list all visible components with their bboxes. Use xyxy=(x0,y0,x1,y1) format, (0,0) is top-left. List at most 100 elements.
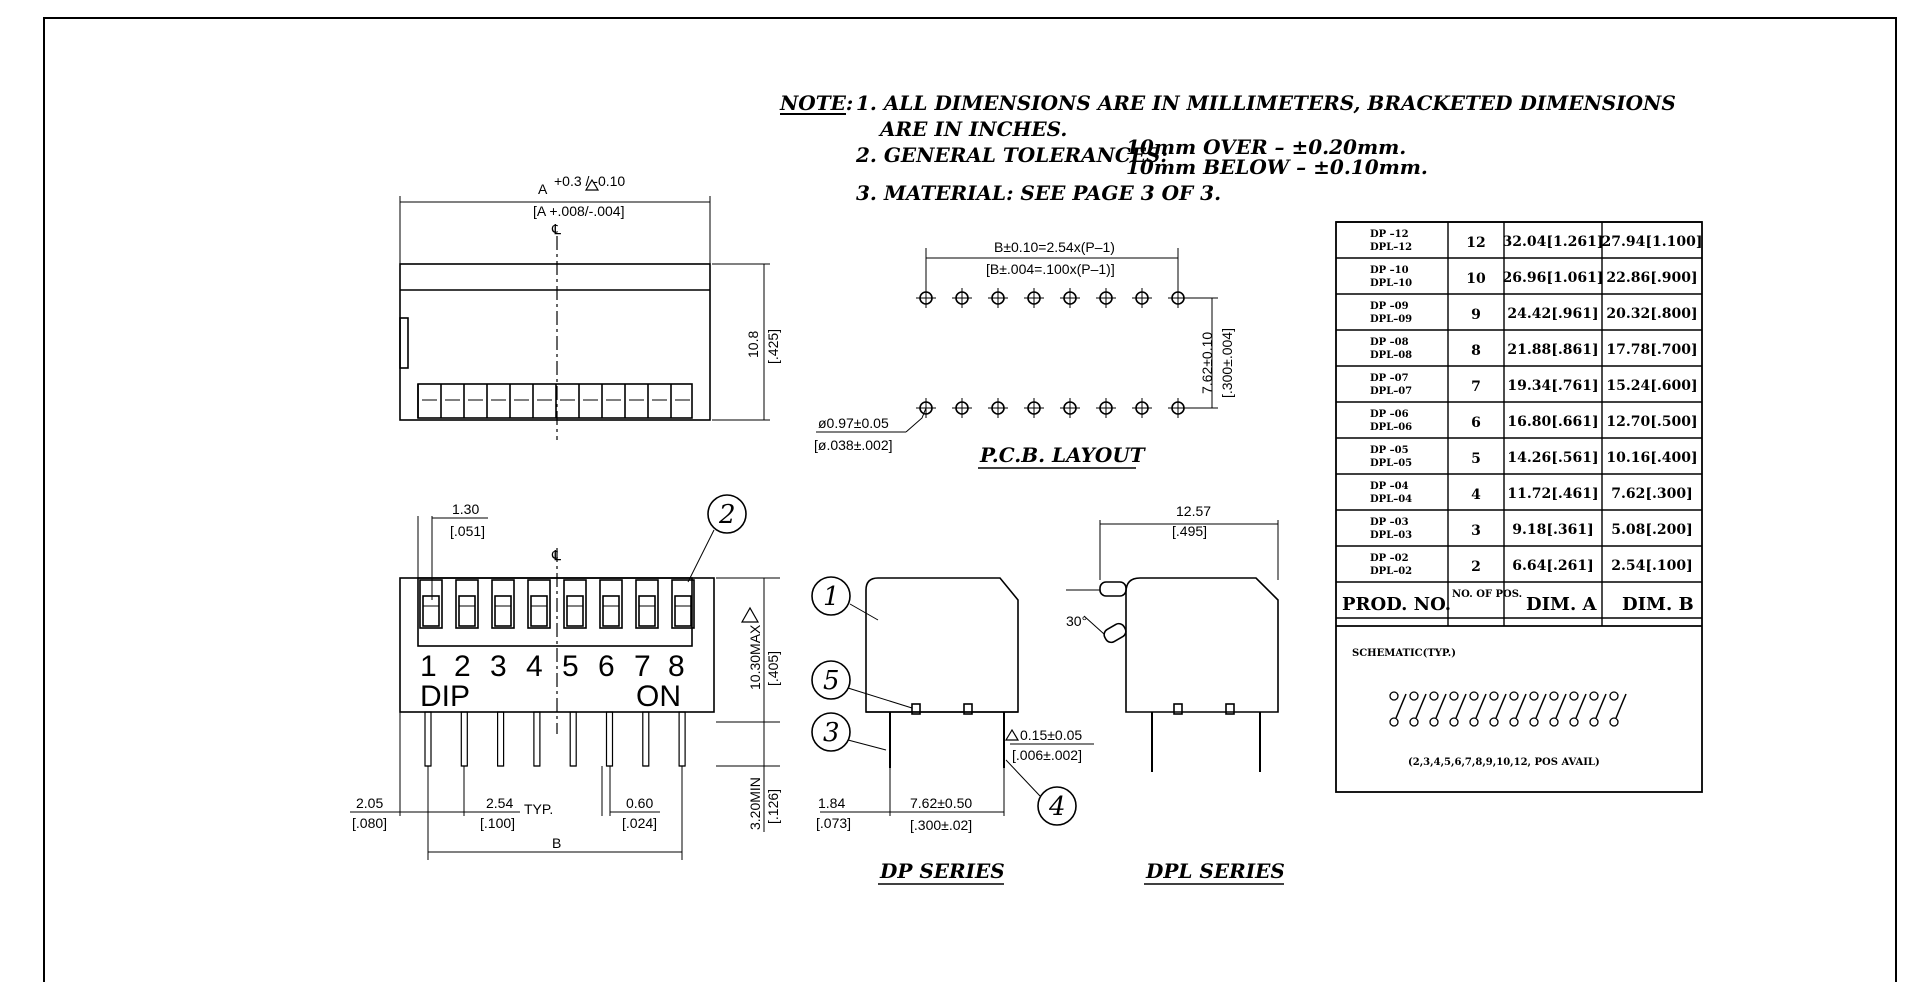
callout-2: 2 xyxy=(718,500,736,530)
th-dim-b: DIM. B xyxy=(1622,594,1694,615)
pcb-holes xyxy=(916,288,1188,418)
table-prod-dp: DP –09 xyxy=(1370,301,1409,312)
pin xyxy=(605,711,614,767)
table-prod-dp: DP –02 xyxy=(1370,553,1409,564)
note-tol-over: 10mm OVER – ±0.20mm. xyxy=(1126,135,1406,159)
revision-triangle-icon xyxy=(740,606,760,623)
top-view-body xyxy=(399,263,711,421)
table-dim-a: 9.18[.361] xyxy=(1512,522,1593,538)
position-number: 1 xyxy=(420,650,437,683)
switch-slot xyxy=(563,579,587,629)
dim-pitch-inches: [.100] xyxy=(480,815,515,831)
schematic-contact-bottom xyxy=(1449,717,1459,727)
th-dim-a: DIM. A xyxy=(1526,594,1597,615)
schematic-lever xyxy=(1535,693,1547,719)
table-dim-b: 12.70[.500] xyxy=(1606,414,1697,430)
switch-slot xyxy=(635,579,659,629)
switch-slot xyxy=(527,579,551,629)
schematic-lever xyxy=(1615,693,1627,719)
table-prod-dpl: DPL–06 xyxy=(1370,422,1412,433)
notes-block: NOTE: 1. ALL DIMENSIONS ARE IN MILLIMETE… xyxy=(779,91,1676,205)
schematic-contact-bottom xyxy=(1389,717,1399,727)
switch-knob xyxy=(530,595,548,627)
table-pos: 6 xyxy=(1471,415,1481,431)
front-view-switches xyxy=(419,579,695,629)
switch-knob xyxy=(494,595,512,627)
dpl-series-title: DPL SERIES xyxy=(1145,859,1285,883)
top-view-tab xyxy=(399,317,409,369)
position-number: 8 xyxy=(668,650,685,683)
table-prod-dp: DP –04 xyxy=(1370,481,1409,492)
table-dim-b: 17.78[.700] xyxy=(1606,342,1697,358)
table-pos: 3 xyxy=(1471,523,1481,539)
dp-body xyxy=(865,577,1019,713)
schematic-contact-bottom xyxy=(1609,717,1619,727)
table-dim-b: 15.24[.600] xyxy=(1606,378,1697,394)
table-pos: 10 xyxy=(1466,271,1486,287)
schematic-contact-top xyxy=(1489,691,1499,701)
table-dim-a: 32.04[1.261] xyxy=(1503,234,1604,250)
dim-hmax-mm: 10.30MAX xyxy=(747,624,763,690)
schematic-lever xyxy=(1435,693,1447,719)
top-view-slots xyxy=(417,384,690,418)
switch-knob xyxy=(638,595,656,627)
schematic-contact-top xyxy=(1529,691,1539,701)
switch-slot xyxy=(455,579,479,629)
schematic-contact-top xyxy=(1409,691,1419,701)
dpl-width-mm: 12.57 xyxy=(1176,503,1211,519)
position-numbers: 1 2 3 4 5 6 7 8 DIP ON xyxy=(420,650,685,713)
th-prod-no: PROD. NO. xyxy=(1342,594,1451,615)
schematic-lever xyxy=(1455,693,1467,719)
callout-2-circle xyxy=(707,494,747,534)
schematic-contact-top xyxy=(1569,691,1579,701)
position-number: 3 xyxy=(490,650,507,683)
pcb-dim-b: B±0.10=2.54x(P–1) xyxy=(994,239,1115,255)
position-number: 2 xyxy=(454,650,471,683)
schematic-contact-bottom xyxy=(1549,717,1559,727)
dpl-width-inches: [.495] xyxy=(1172,523,1207,539)
schematic-contact-top xyxy=(1509,691,1519,701)
callout-5-leader xyxy=(847,687,913,709)
table-pos: 7 xyxy=(1471,379,1481,395)
table-prod-dpl: DPL–07 xyxy=(1370,386,1412,397)
pcb-row-spacing-inches: [.300±.004] xyxy=(1219,328,1235,398)
schematic-contact-top xyxy=(1609,691,1619,701)
table-dim-a: 24.42[.961] xyxy=(1507,306,1598,322)
pcb-dim-b-inches: [B±.004=.100x(P–1)] xyxy=(986,261,1115,277)
table-dim-a: 14.26[.561] xyxy=(1507,450,1598,466)
callout-1-leader xyxy=(849,603,879,621)
schematic-contact-top xyxy=(1469,691,1479,701)
callout-4-circle xyxy=(1037,786,1077,826)
dpl-standoff xyxy=(1225,703,1235,715)
callout-2-leader xyxy=(687,529,715,583)
table-dim-a: 16.80[.661] xyxy=(1507,414,1598,430)
note-line-1: 1. ALL DIMENSIONS ARE IN MILLIMETERS, BR… xyxy=(856,91,1676,115)
top-view: A +0.3 / -0.10 [A +.008/-.004] ℄ 10.8 [.… xyxy=(399,173,781,440)
schematic-contact-top xyxy=(1389,691,1399,701)
switch-knob xyxy=(602,595,620,627)
schematic-contact-bottom xyxy=(1489,717,1499,727)
schematic-lever xyxy=(1475,693,1487,719)
table-prod-dpl: DPL–12 xyxy=(1370,242,1412,253)
table-prod-dp: DP –07 xyxy=(1370,373,1409,384)
pcb-title: P.C.B. LAYOUT xyxy=(979,443,1147,467)
position-number: 6 xyxy=(598,650,615,683)
table-prod-dpl: DPL–08 xyxy=(1370,350,1412,361)
dim-a-label: A xyxy=(538,181,548,197)
position-number: 7 xyxy=(634,650,651,683)
note-label: NOTE: xyxy=(779,91,853,115)
front-view: 1 2 3 4 5 6 7 8 DIP ON 1.30 [.051] ℄ 2 xyxy=(350,494,781,860)
top-center-mark: ℄ xyxy=(551,221,561,237)
note-line-2: 2. GENERAL TOLERANCES: xyxy=(855,143,1168,167)
schematic-lever xyxy=(1395,693,1407,719)
table-prod-dpl: DPL–03 xyxy=(1370,530,1412,541)
schematic-contact-bottom xyxy=(1469,717,1479,727)
schematic-lever xyxy=(1595,693,1607,719)
note-line-3: 3. MATERIAL: SEE PAGE 3 OF 3. xyxy=(856,181,1221,205)
switch-slot xyxy=(491,579,515,629)
table-prod-dp: DP –05 xyxy=(1370,445,1409,456)
schematic-lever xyxy=(1575,693,1587,719)
pin xyxy=(642,711,650,767)
